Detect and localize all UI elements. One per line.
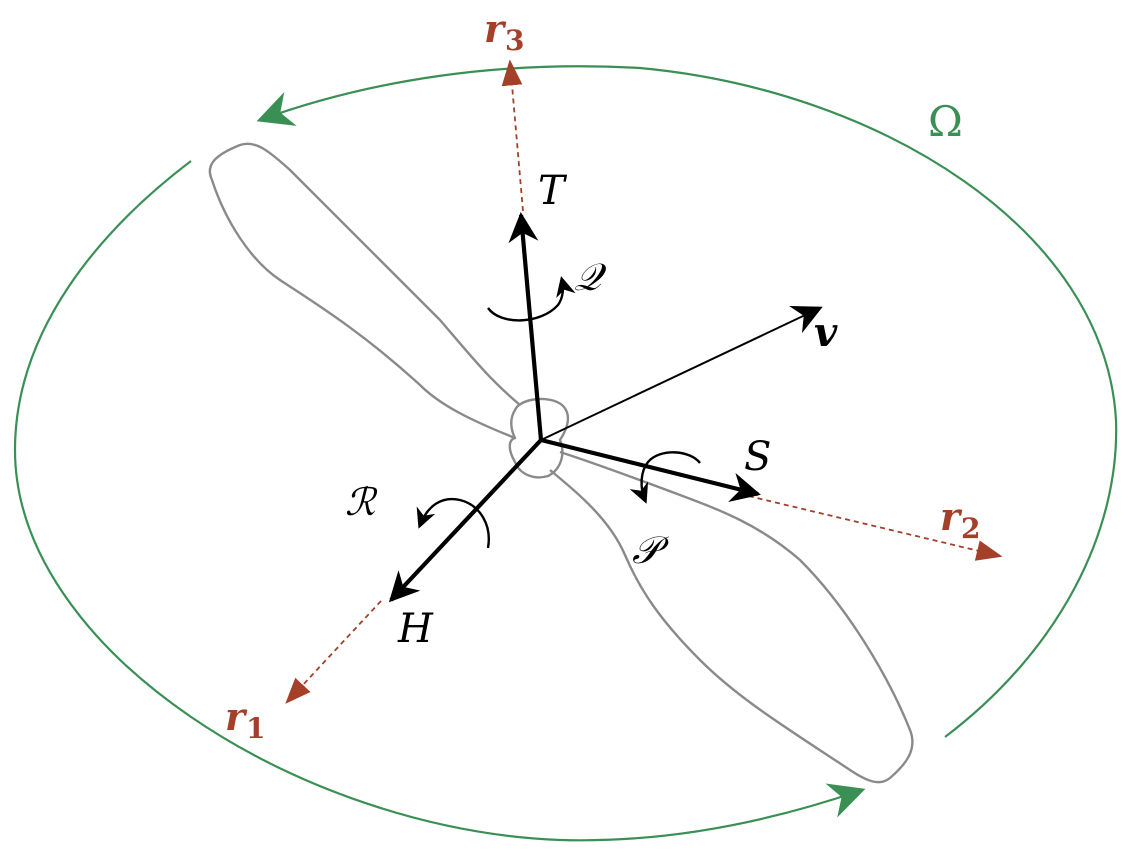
propeller-blade-upper: [208, 142, 521, 440]
thrust-label: T: [538, 168, 568, 214]
side-force-label: S: [744, 434, 771, 480]
propeller: [208, 142, 914, 784]
h-force-vector: [388, 438, 543, 603]
propeller-blade-lower: [549, 450, 914, 784]
force-vectors: [388, 212, 761, 603]
velocity-vector: [540, 305, 823, 441]
torque-q-label: 𝒬: [574, 255, 607, 299]
rotation-arc-bottom: [256, 65, 1118, 738]
labels: Ω r3 r2 r1 T S H v 𝒬 𝒫 ℛ: [225, 6, 981, 745]
r1-axis: [285, 600, 382, 704]
rotation-arc-top: [13, 160, 866, 842]
propeller-hub: [508, 397, 570, 479]
thrust-vector: [508, 212, 544, 441]
r2-label: r2: [940, 494, 981, 545]
h-force-label: H: [397, 606, 434, 652]
torque-q-arc: [487, 276, 576, 322]
moment-r-arc: [416, 497, 490, 549]
r3-axis: [501, 59, 524, 212]
rotation-ring: [13, 65, 1118, 842]
moment-r-label: ℛ: [345, 480, 378, 524]
side-force-vector: [540, 437, 761, 503]
r1-label: r1: [225, 694, 266, 745]
velocity-label: v: [814, 309, 838, 356]
omega-label: Ω: [928, 97, 963, 146]
moment-p-label: 𝒫: [632, 528, 670, 572]
moment-p-arc: [629, 451, 701, 504]
r3-label: r3: [484, 6, 525, 57]
moment-arcs: [416, 276, 701, 549]
body-frame-axes: [285, 59, 1003, 704]
